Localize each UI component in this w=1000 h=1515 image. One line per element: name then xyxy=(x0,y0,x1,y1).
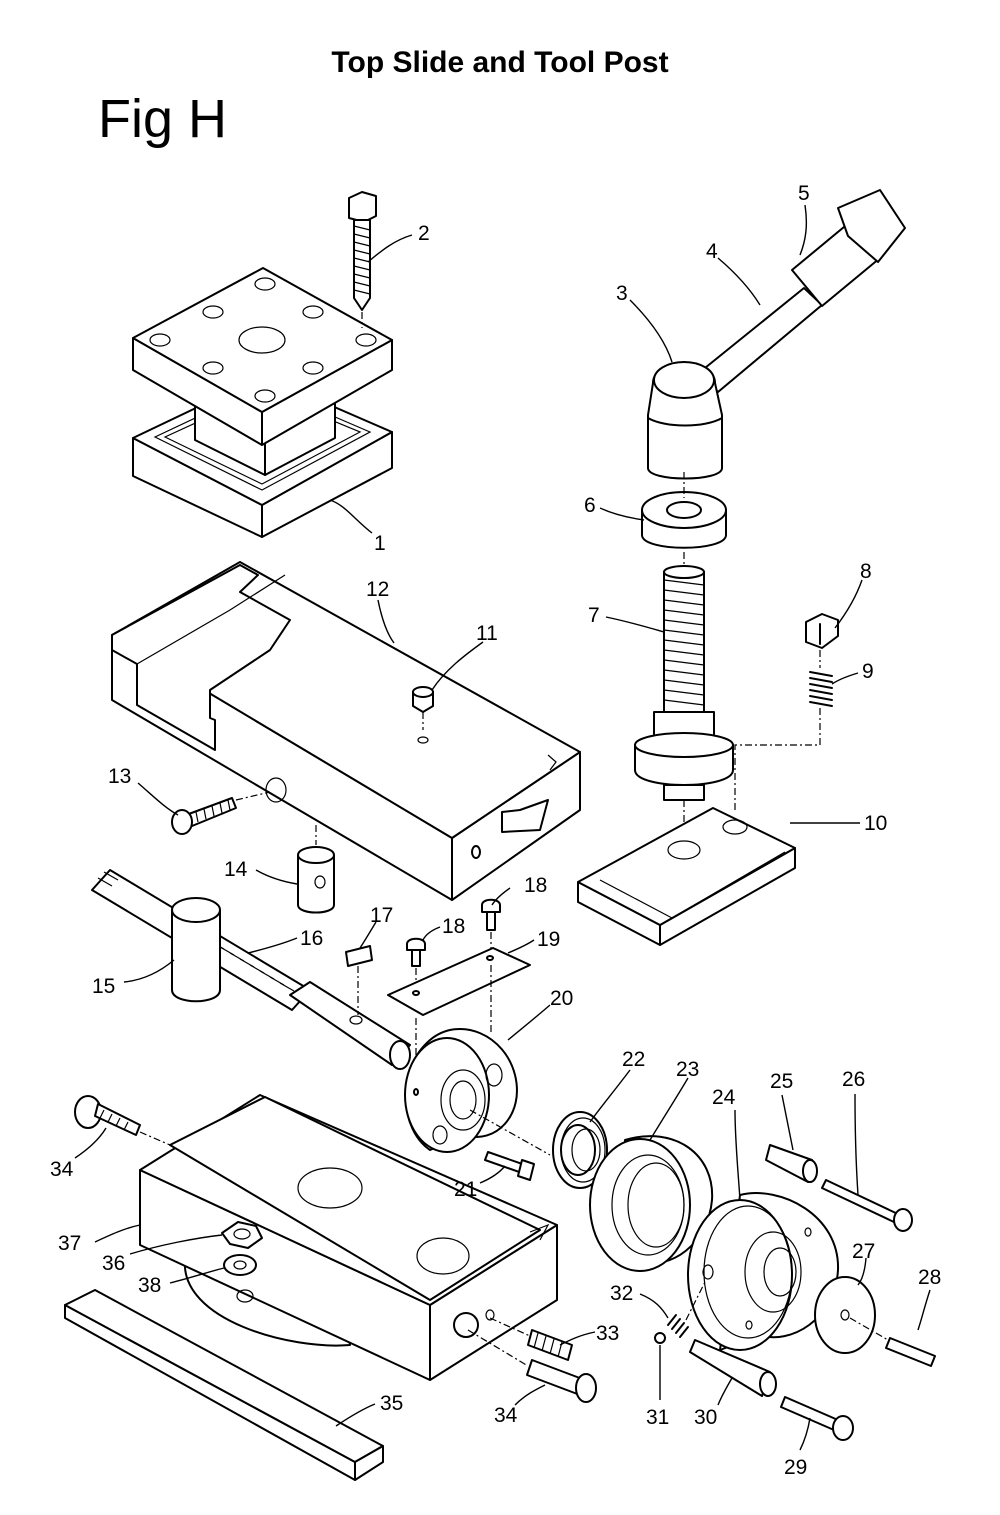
figure-label: Fig H xyxy=(98,89,228,149)
part-24-handwheel xyxy=(687,1192,840,1351)
part-16-feed-screw xyxy=(91,869,411,1070)
diagram-title: Top Slide and Tool Post xyxy=(331,46,669,79)
callout-30: 30 xyxy=(694,1406,717,1429)
callout-32: 32 xyxy=(610,1282,633,1305)
part-15-saddle-nut xyxy=(171,897,221,1003)
callout-4: 4 xyxy=(706,240,718,263)
part-37-swivel-base xyxy=(139,1094,558,1381)
callout-26: 26 xyxy=(842,1068,865,1091)
part-12-top-slide xyxy=(111,561,581,901)
part-3-4-5-clamping-handle xyxy=(647,189,906,480)
callout-22: 22 xyxy=(622,1048,645,1071)
callout-7: 7 xyxy=(588,604,600,627)
callout-5: 5 xyxy=(798,182,810,205)
callout-28: 28 xyxy=(918,1266,941,1289)
callout-8: 8 xyxy=(860,560,872,583)
part-20-end-bracket xyxy=(404,1028,518,1153)
callout-34-lower: 34 xyxy=(494,1404,518,1427)
part-29-handle-bolt xyxy=(780,1396,854,1441)
part-8-plunger xyxy=(805,613,839,668)
part-34-slotted-screw-upper xyxy=(74,1095,171,1146)
callout-24: 24 xyxy=(712,1086,736,1109)
part-1-tool-post-block xyxy=(132,267,393,538)
part-33-grub-screw xyxy=(489,1317,573,1361)
callout-36: 36 xyxy=(102,1252,125,1275)
callout-13: 13 xyxy=(108,765,131,788)
callout-14: 14 xyxy=(224,858,248,881)
part-7-threaded-stud xyxy=(634,472,734,850)
callout-20: 20 xyxy=(550,987,573,1010)
part-21-cap-screw xyxy=(469,1109,551,1181)
part-17-key xyxy=(345,945,373,1015)
part-13-cap-screw xyxy=(171,791,271,835)
part-35-gib-strip xyxy=(64,1289,384,1481)
part-22-thrust-bearing xyxy=(552,1111,608,1189)
callout-16: 16 xyxy=(300,927,323,950)
callout-17: 17 xyxy=(370,904,393,927)
leader-lines xyxy=(74,204,931,1451)
callout-21: 21 xyxy=(454,1178,477,1201)
callout-25: 25 xyxy=(770,1070,793,1093)
callout-1: 1 xyxy=(374,532,386,555)
callout-12: 12 xyxy=(366,578,389,601)
part-38-washer xyxy=(223,1254,257,1303)
callout-10: 10 xyxy=(864,812,887,835)
part-34-slotted-screw-lower xyxy=(467,1329,597,1403)
callout-15: 15 xyxy=(92,975,115,998)
callout-23: 23 xyxy=(676,1058,699,1081)
part-36-nut xyxy=(221,1221,263,1249)
part-25-handle-grip xyxy=(765,1144,818,1183)
callout-38: 38 xyxy=(138,1274,161,1297)
part-2-square-head-bolt xyxy=(348,191,377,328)
callout-9: 9 xyxy=(862,660,874,683)
part-6-thick-washer xyxy=(641,491,727,549)
callout-35: 35 xyxy=(380,1392,403,1415)
part-10-base-plate xyxy=(577,807,796,946)
part-9-spring xyxy=(734,671,833,810)
callout-29: 29 xyxy=(784,1456,807,1479)
callout-34-upper: 34 xyxy=(50,1158,74,1181)
part-28-screw xyxy=(849,1317,936,1367)
callout-6: 6 xyxy=(584,494,596,517)
part-27-cover-disc xyxy=(814,1276,876,1354)
callout-11: 11 xyxy=(476,622,498,645)
callout-19: 19 xyxy=(537,928,560,951)
callout-31: 31 xyxy=(646,1406,669,1429)
part-31-32-ball-spring xyxy=(654,1279,707,1344)
callout-27: 27 xyxy=(852,1240,875,1263)
callout-37: 37 xyxy=(58,1232,81,1255)
callout-18-lower: 18 xyxy=(442,915,465,938)
part-19-index-plate xyxy=(387,947,531,1085)
callout-18-upper: 18 xyxy=(524,874,547,897)
callout-numbers: 1 2 3 4 5 6 7 8 9 10 11 12 13 14 15 16 1… xyxy=(50,182,941,1479)
part-14-feed-nut xyxy=(297,825,335,914)
part-11-set-screw xyxy=(412,686,434,744)
callout-3: 3 xyxy=(616,282,628,305)
part-30-handle-grip xyxy=(689,1339,777,1397)
part-23-dial-collar xyxy=(589,1135,714,1272)
callout-2: 2 xyxy=(418,222,430,245)
callout-33: 33 xyxy=(596,1322,619,1345)
part-26-handle-bolt xyxy=(821,1179,913,1232)
